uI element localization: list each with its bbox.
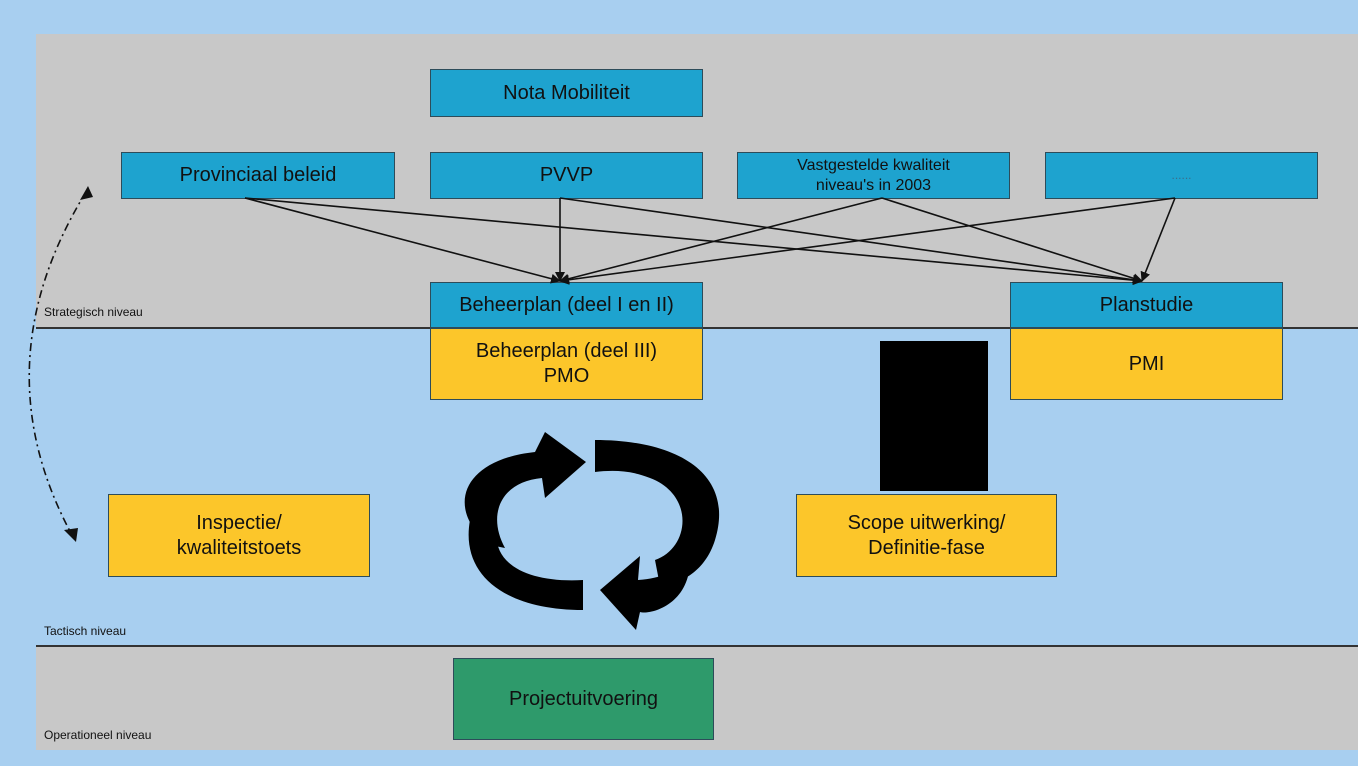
box-projectuitvoering: Projectuitvoering [453, 658, 714, 740]
box-ellipsis-label: ...... [1171, 168, 1192, 182]
level-label-operational: Operationeel niveau [44, 728, 152, 742]
box-inspectie-line2: kwaliteitstoets [176, 536, 302, 559]
box-pvvp-label: PVVP [539, 164, 594, 186]
arrow-kwaliteit-to-beheerplan [559, 197, 883, 284]
cycle-arrow-top [464, 432, 586, 548]
box-kwaliteit-line2: niveau's in 2003 [815, 176, 932, 194]
box-beheerplan-1-2-label: Beheerplan (deel I en II) [459, 293, 674, 316]
cycle-arrow-top-right [595, 440, 720, 586]
arrow-kwaliteit-to-planstudie [881, 197, 1143, 284]
box-scope-uitwerking: Scope uitwerking/ Definitie-fase [796, 494, 1057, 577]
cycle-arrow-bottom-left [468, 520, 583, 610]
arrow-beleid-to-beheerplan [244, 197, 561, 284]
box-beheerplan-3-line2: PMO [543, 365, 590, 387]
box-vastgestelde-kwaliteit: Vastgestelde kwaliteit niveau's in 2003 [737, 152, 1010, 199]
level-feedback-arrowhead-top [80, 186, 93, 200]
tactical-operational-divider [36, 645, 1358, 647]
black-block [880, 341, 988, 491]
level-label-tactical: Tactisch niveau [44, 624, 127, 638]
box-planstudie: Planstudie [1010, 282, 1283, 328]
box-inspectie: Inspectie/ kwaliteitstoets [108, 494, 370, 577]
box-nota-mobiliteit: Nota Mobiliteit [430, 69, 703, 117]
box-pmi-label: PMI [1128, 352, 1165, 375]
box-inspectie-line1: Inspectie/ [196, 511, 282, 534]
level-label-strategic: Strategisch niveau [44, 305, 143, 319]
arrow-ellipsis-to-beheerplan [559, 197, 1176, 285]
box-pmi: PMI [1010, 328, 1283, 400]
box-ellipsis: ...... [1045, 152, 1318, 199]
box-scope-line1: Scope uitwerking/ [847, 511, 1006, 534]
arrow-pvvp-to-planstudie [559, 197, 1143, 285]
box-scope-line2: Definitie-fase [868, 536, 985, 559]
level-feedback-arrowhead-bottom [64, 528, 78, 542]
box-projectuitvoering-label: Projectuitvoering [509, 687, 658, 710]
box-kwaliteit-line1: Vastgestelde kwaliteit [797, 156, 950, 174]
arrow-beleid-to-planstudie [244, 197, 1143, 286]
arrow-ellipsis-to-planstudie [1140, 197, 1176, 282]
cycle-arrow-bottom [600, 556, 690, 630]
box-planstudie-label: Planstudie [1099, 293, 1194, 316]
box-beheerplan-3-line1: Beheerplan (deel III) [475, 340, 658, 362]
level-feedback-curve [28, 191, 87, 536]
box-beheerplan-deel-3: Beheerplan (deel III) PMO [430, 328, 703, 400]
box-provinciaal-beleid-label: Provinciaal beleid [179, 164, 337, 186]
box-nota-mobiliteit-label: Nota Mobiliteit [503, 81, 630, 104]
